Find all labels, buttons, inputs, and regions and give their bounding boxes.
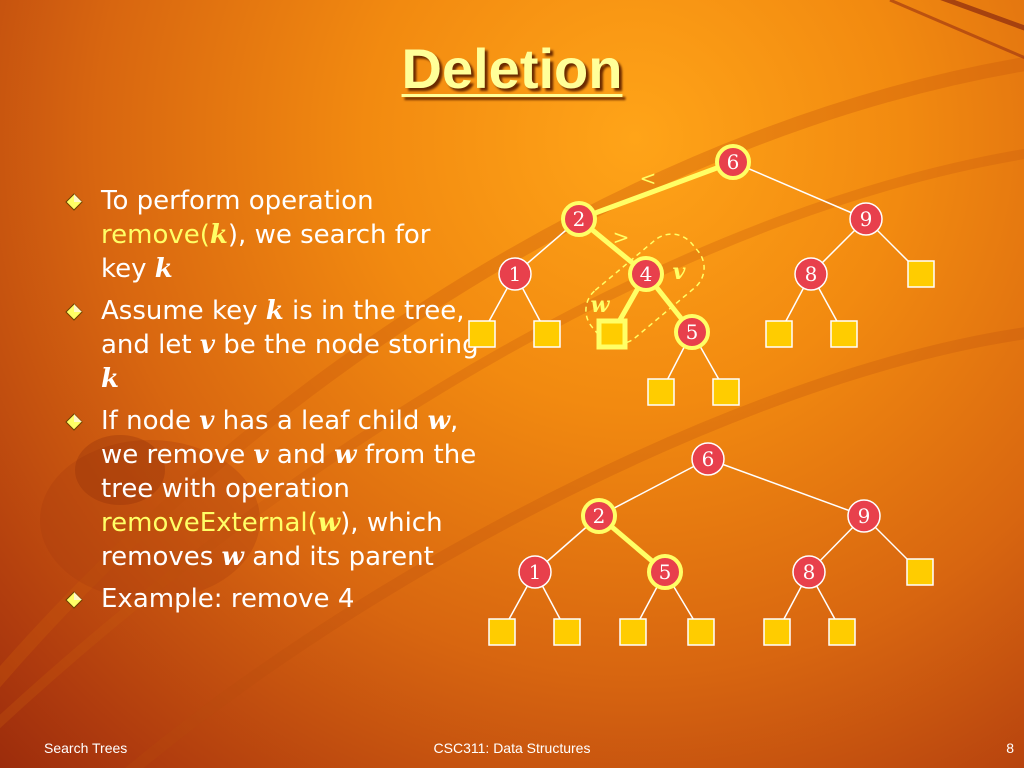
tree-after-node-9: 9 [847,499,881,533]
tree-after-node-8: 8 [792,555,826,589]
bullet-text: Example: remove 4 [101,584,355,614]
compare-greater-label: > [613,225,630,249]
svg-text:5: 5 [659,560,672,584]
footer-course-name: CSC311: Data Structures [433,740,591,756]
leaf-node [468,320,496,348]
tree-before-node-5: 5 [674,314,710,350]
tree-after-node-2: 2 [581,498,617,534]
svg-text:1: 1 [509,262,522,286]
tree-after-edges [501,458,921,633]
leaf-node [647,378,675,406]
tree-before-node-4: 4 [628,256,664,292]
bullet-text: Assume key k is in the tree, and let v b… [101,296,479,394]
tree-before-node-2: 2 [561,201,597,237]
leaf-node [907,260,935,288]
bullet-text: To perform operation remove(k), we searc… [101,186,431,284]
bullet-item: To perform operation remove(k), we searc… [64,184,484,286]
leaf-node [712,378,740,406]
label-w: w [591,292,611,318]
tree-after-node-1: 1 [518,555,552,589]
footer-page-number: 8 [1006,740,1014,756]
tree-before-node-9: 9 [849,202,883,236]
dashed-highlight-outline [585,233,705,345]
tree-after-leaves [488,558,934,646]
label-v: v [673,259,686,285]
leaf-node [619,618,647,646]
leaf-node [765,320,793,348]
leaf-node-w [596,318,628,350]
bullet-text: If node v has a leaf child w, we remove … [101,406,477,572]
slide-title: Deletion [401,37,623,100]
bullet-list: To perform operation remove(k), we searc… [64,184,484,624]
tree-after-node-5: 5 [647,554,683,590]
svg-text:6: 6 [727,150,740,174]
svg-text:2: 2 [593,504,606,528]
bullet-item: If node v has a leaf child w, we remove … [64,404,484,574]
leaf-node [553,618,581,646]
diamond-bullet-icon [65,413,83,431]
diamond-bullet-icon [65,193,83,211]
diamond-bullet-icon [65,591,83,609]
diamond-bullet-icon [65,303,83,321]
svg-text:6: 6 [702,447,715,471]
svg-text:5: 5 [686,320,699,344]
svg-text:8: 8 [803,560,816,584]
tree-before-node-1: 1 [498,257,532,291]
tree-before-edges [481,161,922,393]
leaf-node [830,320,858,348]
bullet-item: Assume key k is in the tree, and let v b… [64,294,484,396]
tree-before-node-6: 6 [715,144,751,180]
footer-course-topic: Search Trees [44,740,128,756]
tree-before: 6 2 9 1 4 8 5 [468,144,935,406]
tree-before-node-8: 8 [794,257,828,291]
tree-after: 6 2 9 1 5 8 [488,442,934,646]
bullet-item: Example: remove 4 [64,582,484,616]
leaf-node [906,558,934,586]
svg-text:8: 8 [805,262,818,286]
leaf-node [763,618,791,646]
svg-text:2: 2 [573,207,586,231]
svg-text:1: 1 [529,560,542,584]
svg-text:9: 9 [860,207,873,231]
tree-before-leaves [468,260,935,406]
compare-less-label: < [640,166,657,190]
svg-text:4: 4 [640,262,653,286]
leaf-node [533,320,561,348]
leaf-node [488,618,516,646]
svg-text:9: 9 [858,504,871,528]
tree-after-node-6: 6 [691,442,725,476]
leaf-node [828,618,856,646]
leaf-node [687,618,715,646]
